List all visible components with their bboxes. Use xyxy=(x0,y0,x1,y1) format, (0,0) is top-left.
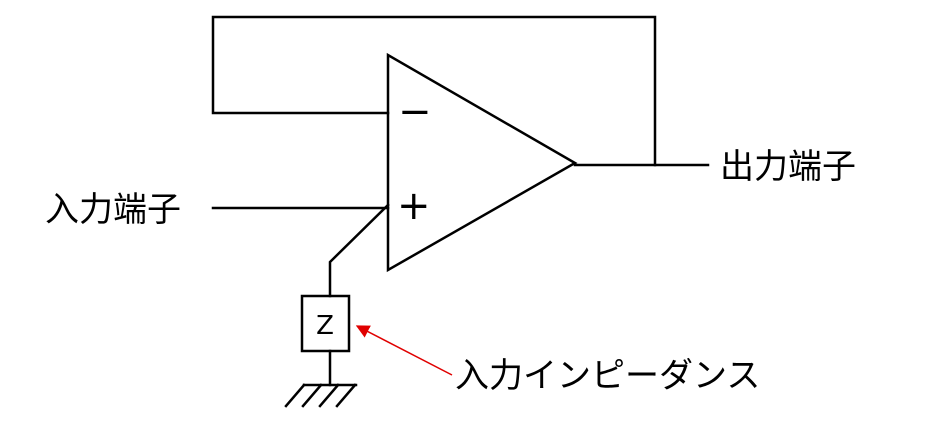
ground-icon xyxy=(284,383,358,408)
impedance-box xyxy=(300,294,351,353)
impedance-symbol: Z xyxy=(316,311,334,341)
impedance-label: 入力インピーダンス xyxy=(455,356,760,396)
impedance-wire xyxy=(328,203,390,298)
inverting-input-sign: − xyxy=(398,89,432,135)
feedback-wire xyxy=(211,15,657,167)
output-terminal-label: 出力端子 xyxy=(720,147,856,187)
input-terminal-label: 入力端子 xyxy=(45,190,181,230)
noninverting-input-sign: + xyxy=(397,183,431,229)
impedance-annotation-arrow xyxy=(355,325,453,376)
opamp-triangle xyxy=(386,52,578,273)
